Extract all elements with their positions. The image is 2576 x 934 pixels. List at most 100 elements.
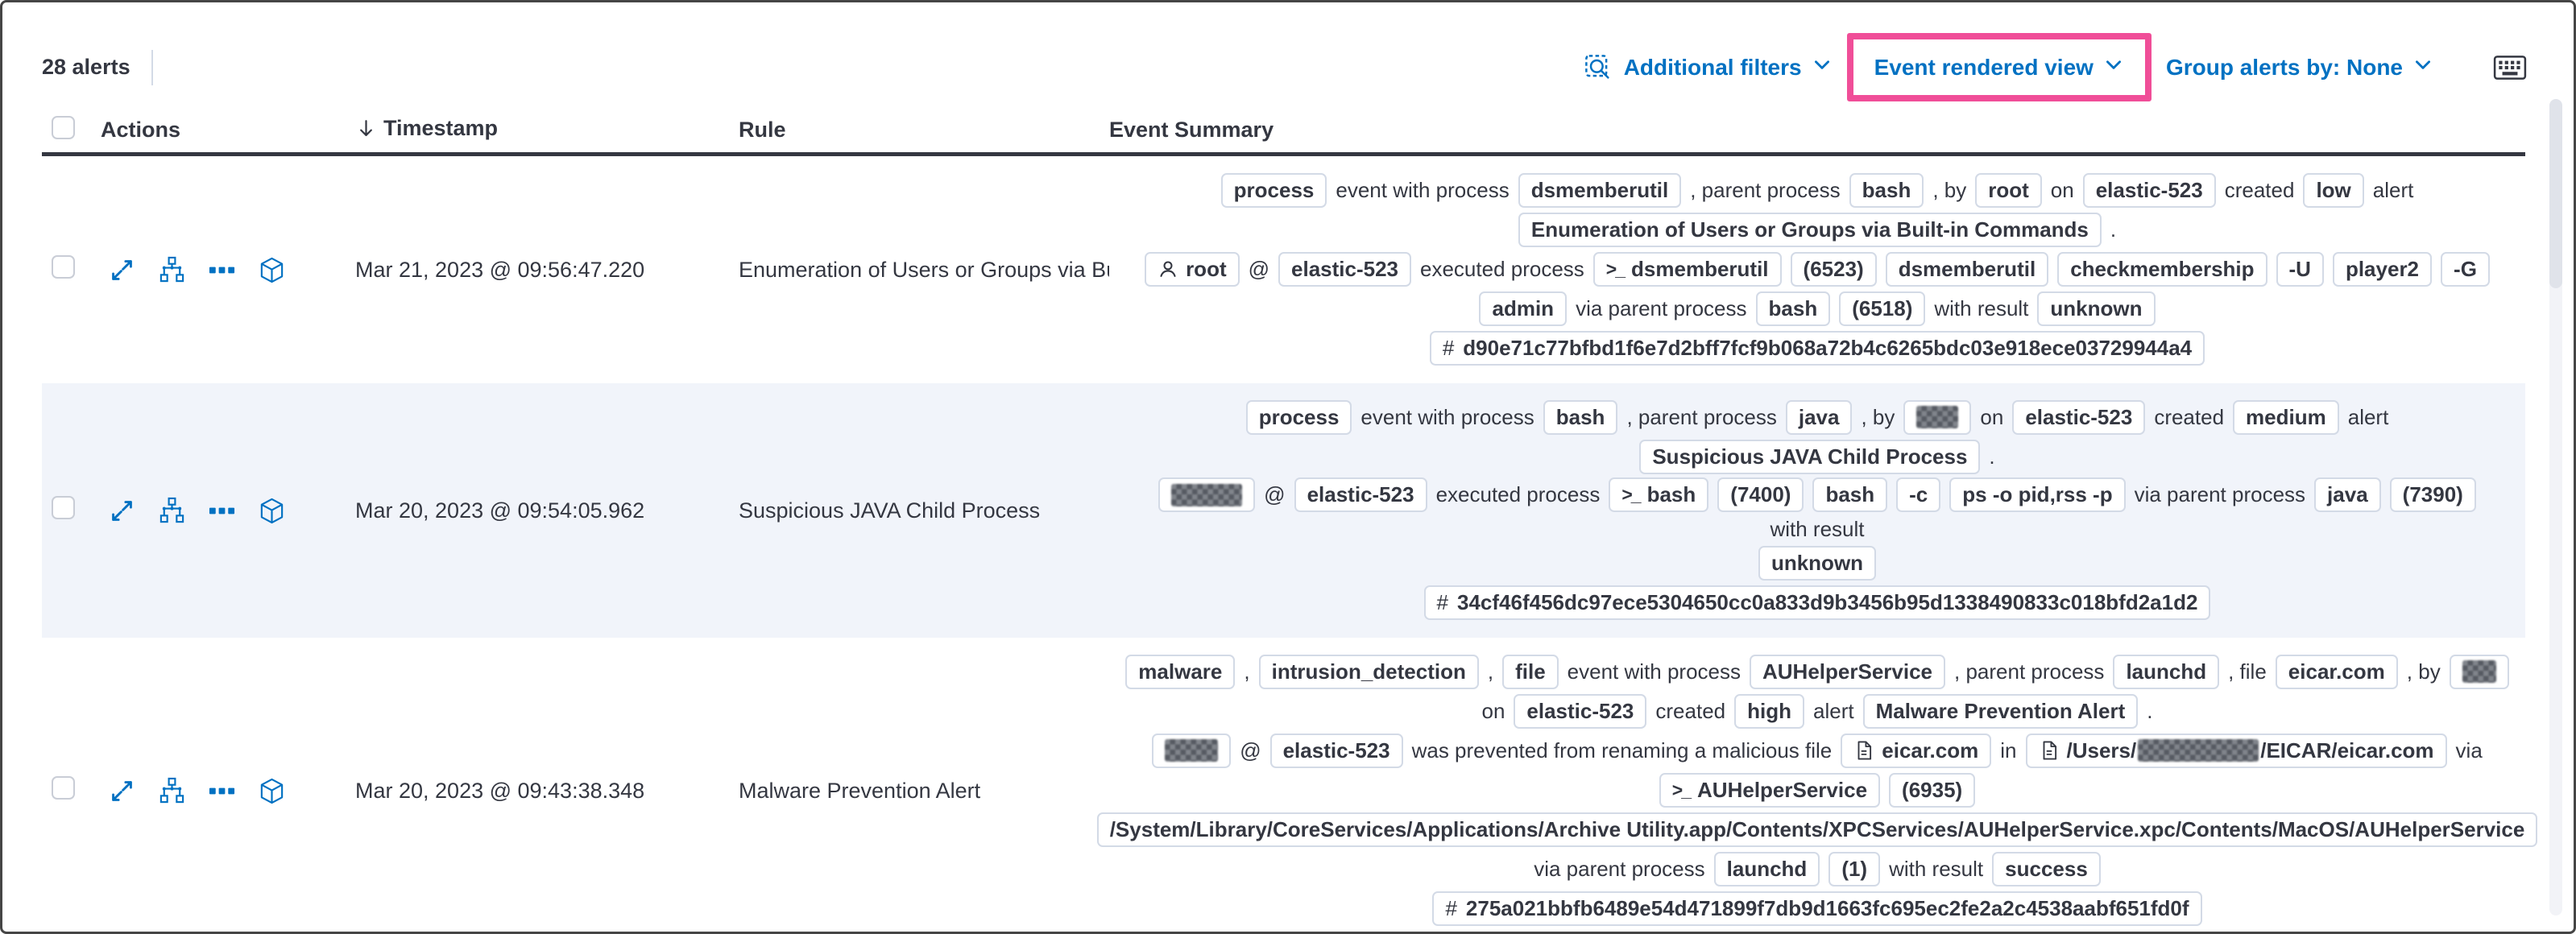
summary-line: >_AUHelperService(6935) <box>1109 771 2525 808</box>
event-rendered-view-button[interactable]: Event rendered view <box>1866 49 2132 85</box>
session-view-button[interactable] <box>251 490 292 531</box>
summary-text: event with process <box>1360 404 1534 429</box>
summary-text: via parent process <box>1534 856 1705 881</box>
chevron-down-icon <box>1812 54 1833 81</box>
summary-text: , by <box>1932 177 1967 202</box>
sort-down-icon <box>360 119 372 136</box>
redacted-blur <box>1916 406 1959 428</box>
timestamp-cell: Mar 20, 2023 @ 09:54:05.962 <box>355 498 645 523</box>
scrollbar-thumb[interactable] <box>2549 99 2562 288</box>
row-actions <box>101 249 355 291</box>
summary-text: on <box>1481 698 1505 723</box>
field-badge: /Users//EICAR/eicar.com <box>2025 733 2447 768</box>
summary-text: . <box>2147 698 2153 723</box>
analyze-event-button[interactable] <box>151 249 193 291</box>
summary-text: . <box>1989 444 1995 469</box>
field-badge: Malware Prevention Alert <box>1862 693 2139 729</box>
session-view-button[interactable] <box>251 249 292 291</box>
summary-line: #34cf46f456dc97ece5304650cc0a833d9b3456b… <box>1109 584 2525 621</box>
expand-alert-button[interactable] <box>101 770 143 812</box>
summary-text: in <box>2000 738 2017 762</box>
field-badge: -U <box>2276 251 2324 287</box>
column-header-rule: Rule <box>739 118 786 142</box>
rule-cell: Suspicious JAVA Child Process <box>739 498 1041 523</box>
summary-text: created <box>2224 177 2295 202</box>
table-header-row: Actions Timestamp Rule Event Summary <box>42 108 2525 156</box>
timestamp-cell: Mar 20, 2023 @ 09:43:38.348 <box>355 778 645 803</box>
field-badge: low <box>2303 172 2364 208</box>
field-badge: (6935) <box>1889 772 1976 808</box>
summary-text: on <box>1980 404 2004 429</box>
view-highlight-box: Event rendered view <box>1846 33 2151 101</box>
summary-text: , parent process <box>1954 659 2105 684</box>
field-badge: (7390) <box>2389 477 2476 512</box>
row-checkbox[interactable] <box>52 776 75 800</box>
keyboard-icon[interactable] <box>2493 54 2527 81</box>
field-badge: elastic-523 <box>1514 693 1647 729</box>
field-badge: dsmemberutil <box>1518 172 1682 208</box>
field-badge: malware <box>1125 654 1236 689</box>
field-badge: unknown <box>2037 291 2156 326</box>
summary-text: , <box>1244 659 1250 684</box>
more-icon <box>208 256 236 284</box>
inspect-icon[interactable] <box>1580 50 1616 85</box>
terminal-icon: >_ <box>1621 484 1641 505</box>
more-actions-button[interactable] <box>201 770 242 812</box>
analyze-event-button[interactable] <box>151 770 193 812</box>
field-badge: root <box>1145 251 1240 287</box>
vertical-scrollbar[interactable] <box>2549 99 2562 915</box>
field-badge: bash <box>1755 291 1831 326</box>
event-rendered-view-label: Event rendered view <box>1874 54 2094 80</box>
field-badge: bash <box>1812 477 1888 512</box>
field-badge: (1) <box>1828 851 1881 886</box>
field-badge <box>1158 477 1256 512</box>
analyze-event-button[interactable] <box>151 490 193 531</box>
summary-line: unknown <box>1109 544 2525 581</box>
more-actions-button[interactable] <box>201 490 242 531</box>
field-badge: (6518) <box>1839 291 1926 326</box>
additional-filters-button[interactable]: Additional filters <box>1616 49 1841 85</box>
summary-text: , <box>1487 659 1494 684</box>
summary-text: with result <box>1770 517 1865 541</box>
row-checkbox[interactable] <box>52 496 75 519</box>
field-badge: java <box>2314 477 2381 512</box>
summary-line: #d90e71c77bfbd1f6e7d2bff7fcf9b068a72b4c6… <box>1109 329 2525 366</box>
group-alerts-by-button[interactable]: Group alerts by: None <box>2158 49 2441 85</box>
summary-text: via <box>2455 738 2483 762</box>
field-badge: elastic-523 <box>2012 399 2146 435</box>
session-view-button[interactable] <box>251 770 292 812</box>
summary-text: was prevented from renaming a malicious … <box>1411 738 1833 762</box>
field-badge: elastic-523 <box>1294 477 1427 512</box>
more-actions-button[interactable] <box>201 249 242 291</box>
field-badge: dsmemberutil <box>1885 251 2049 287</box>
redacted-blur <box>2138 739 2259 762</box>
select-all-checkbox[interactable] <box>52 115 75 139</box>
summary-text: executed process <box>1420 256 1584 281</box>
summary-text: on <box>2050 177 2074 202</box>
chevron-down-icon <box>2412 54 2433 81</box>
summary-text: with result <box>1934 295 2029 320</box>
expand-icon <box>108 256 136 284</box>
chevron-down-icon <box>2103 54 2124 81</box>
field-badge <box>2449 654 2509 689</box>
analyzer-icon <box>158 256 186 284</box>
field-badge: (6523) <box>1790 251 1877 287</box>
expand-alert-button[interactable] <box>101 490 143 531</box>
field-badge: bash <box>1849 172 1924 208</box>
row-checkbox[interactable] <box>52 255 75 279</box>
redacted-blur <box>1171 483 1243 506</box>
column-header-timestamp[interactable]: Timestamp <box>355 116 498 141</box>
column-header-event-summary: Event Summary <box>1109 118 1274 142</box>
field-badge: #d90e71c77bfbd1f6e7d2bff7fcf9b068a72b4c6… <box>1429 330 2205 366</box>
field-badge: admin <box>1479 291 1568 326</box>
expand-alert-button[interactable] <box>101 249 143 291</box>
field-badge <box>1152 733 1232 768</box>
field-badge: success <box>1992 851 2101 886</box>
summary-line: Enumeration of Users or Groups via Built… <box>1109 211 2525 248</box>
